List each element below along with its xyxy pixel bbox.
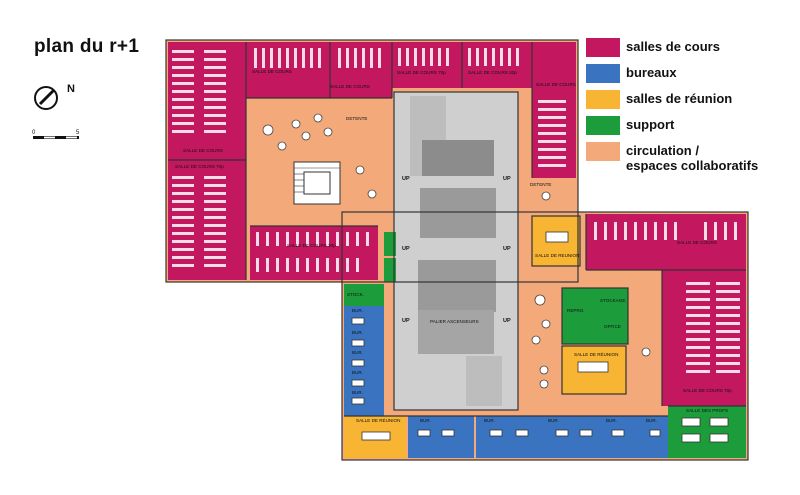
label-office-3: BUR. bbox=[352, 350, 363, 355]
label-salle-des-profs: SALLE DES PROFS bbox=[686, 408, 728, 413]
label-stockage: STOCKAGE bbox=[600, 298, 625, 303]
label-classroom-right-wing-top: SALLE DE COURS bbox=[677, 240, 717, 245]
legend-swatch-support bbox=[586, 116, 620, 135]
up-label-5: UP bbox=[402, 318, 410, 324]
legend-swatch-classroom bbox=[586, 38, 620, 57]
legend-swatch-office bbox=[586, 64, 620, 83]
label-repro: REPRO. bbox=[567, 308, 585, 313]
compass-north-label: N bbox=[67, 83, 75, 95]
classroom-zones bbox=[168, 42, 746, 406]
legend-item-classroom: salles de cours bbox=[586, 38, 796, 64]
label-meeting-room-right-top: SALLE DE REUNION bbox=[535, 253, 579, 258]
label-office-9: BUR. bbox=[606, 418, 617, 423]
label-office-1: BUR. bbox=[352, 308, 363, 313]
legend-swatch-meeting bbox=[586, 90, 620, 109]
legend-swatch-circulation bbox=[586, 142, 620, 161]
support-small-2 bbox=[384, 258, 396, 282]
office-bottom-1 bbox=[408, 416, 474, 458]
label-office-6: BUR. bbox=[420, 418, 431, 423]
legend-item-circulation: circulation / espaces collaboratifs bbox=[586, 142, 796, 176]
label-classroom-right-wing-bottom: SALLE DE COURS 70p bbox=[683, 388, 732, 393]
scale-start: 0 bbox=[32, 130, 36, 136]
scale-bar: 0 5 bbox=[32, 130, 80, 139]
walls bbox=[165, 39, 749, 461]
compass-icon: N bbox=[34, 83, 75, 110]
label-office-2: BUR. bbox=[352, 330, 363, 335]
label-classroom-top-2: SALLE DE COURS bbox=[330, 84, 370, 89]
label-palier: PALIER ASCENSEURS bbox=[430, 319, 479, 324]
up-label-4: UP bbox=[503, 246, 511, 252]
label-classroom-top-1: SALLE DE COURS bbox=[252, 69, 292, 74]
office-bottom-5 bbox=[640, 416, 668, 458]
classroom-left-bottom bbox=[168, 160, 246, 280]
legend-label-classroom: salles de cours bbox=[626, 39, 720, 54]
up-label-6: UP bbox=[503, 318, 511, 324]
label-classroom-left-top: SALLE DE COURS bbox=[183, 148, 223, 153]
label-office-5: BUR. bbox=[352, 390, 363, 395]
classroom-top-3 bbox=[392, 42, 462, 88]
plan-title: plan du r+1 bbox=[34, 36, 140, 57]
legend-label-circulation-line1: circulation / bbox=[626, 143, 699, 158]
furniture-texture bbox=[172, 48, 740, 373]
label-meeting-room-bottom-left: SALLE DE RÉUNION bbox=[356, 417, 400, 423]
label-detente-1: DETENTE bbox=[346, 116, 367, 121]
label-classroom-left-bottom: SALLE DE COURS 70p bbox=[175, 164, 224, 169]
up-label-1: UP bbox=[402, 176, 410, 182]
up-markers: UP UP UP UP UP UP bbox=[402, 176, 511, 324]
building-core bbox=[394, 92, 518, 410]
label-office-7: BUR. bbox=[484, 418, 495, 423]
meeting-tables bbox=[351, 231, 729, 443]
support-salle-des-profs bbox=[668, 406, 746, 458]
up-label-2: UP bbox=[503, 176, 511, 182]
label-office-4: BUR. bbox=[352, 370, 363, 375]
label-stock: STOCK. bbox=[347, 292, 364, 297]
label-classroom-mid-bottom: SALLE DE COURS 30p bbox=[287, 243, 336, 248]
support-small-1 bbox=[384, 232, 396, 256]
label-office-8: BUR. bbox=[548, 418, 559, 423]
scale-end: 5 bbox=[76, 130, 80, 136]
stair-detente bbox=[293, 161, 341, 205]
legend-label-meeting: salles de réunion bbox=[626, 91, 733, 106]
support-repro bbox=[562, 288, 598, 344]
legend-label-circulation-line2: espaces collaboratifs bbox=[626, 158, 759, 173]
support-office bbox=[598, 318, 628, 344]
support-stockage bbox=[598, 288, 628, 318]
legend: salles de cours bureaux salles de réunio… bbox=[586, 38, 796, 176]
up-label-3: UP bbox=[402, 246, 410, 252]
label-classroom-top-4: SALLE DE COURS 20p bbox=[468, 70, 517, 75]
legend-label-circulation: circulation / espaces collaboratifs bbox=[626, 143, 758, 173]
office-bottom-3 bbox=[540, 416, 600, 458]
legend-item-meeting: salles de réunion bbox=[586, 90, 796, 116]
legend-item-office: bureaux bbox=[586, 64, 796, 90]
label-classroom-right-top: SALLE DE COURS bbox=[536, 82, 576, 87]
legend-label-office: bureaux bbox=[626, 65, 677, 80]
office-bottom-2 bbox=[476, 416, 540, 458]
classroom-top-4 bbox=[462, 42, 532, 88]
label-office: OFFICE bbox=[604, 324, 621, 329]
legend-label-support: support bbox=[626, 117, 675, 132]
support-zones bbox=[344, 232, 746, 458]
support-stock bbox=[344, 284, 384, 306]
label-meeting-room-center: SALLE DE RÉUNION bbox=[574, 351, 618, 357]
label-office-10: BUR. bbox=[646, 418, 657, 423]
legend-item-support: support bbox=[586, 116, 796, 142]
label-classroom-top-3: SALLE DE COURS 70p bbox=[397, 70, 446, 75]
label-detente-2: DETENTE bbox=[530, 182, 551, 187]
office-bottom-4 bbox=[600, 416, 640, 458]
lounge-tables bbox=[262, 113, 651, 389]
room-labels: SALLE DE COURS SALLE DE COURS 70p SALLE … bbox=[175, 69, 732, 423]
